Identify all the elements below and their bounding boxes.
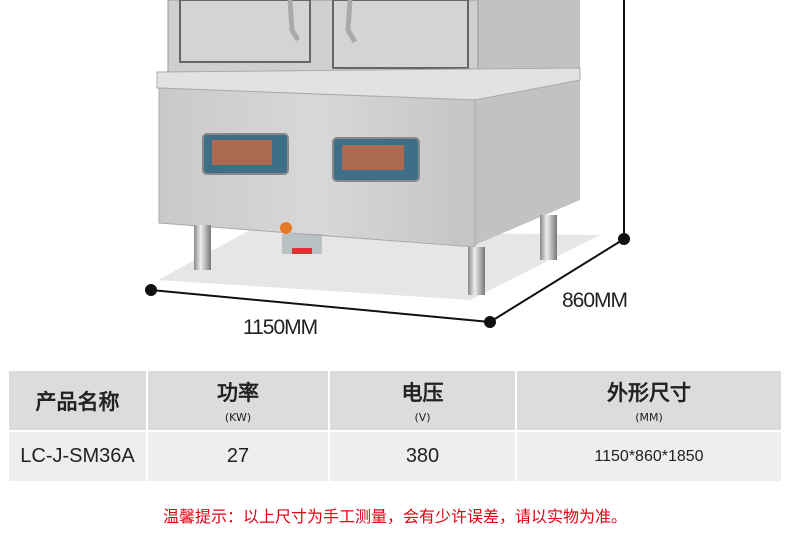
cell-power: 27 bbox=[148, 432, 328, 481]
cell-voltage: 380 bbox=[330, 432, 515, 481]
gas-valve-icon bbox=[280, 222, 292, 234]
header-unit: (V) bbox=[414, 411, 431, 424]
measurement-note: 温馨提示：以上尺寸为手工测量，会有少许误差，请以实物为准。 bbox=[162, 507, 627, 526]
header-power: 功率 (KW) bbox=[148, 371, 328, 430]
control-panel-left bbox=[202, 133, 289, 175]
header-product-name: 产品名称 bbox=[9, 371, 146, 430]
header-title: 电压 bbox=[401, 381, 444, 405]
dimension-lines bbox=[145, 0, 630, 328]
control-panel-right bbox=[332, 137, 420, 182]
depth-dimension-label: 860MM bbox=[562, 289, 628, 312]
leg bbox=[540, 215, 557, 260]
header-voltage: 电压 (V) bbox=[330, 371, 515, 430]
header-title: 功率 bbox=[217, 381, 259, 405]
steamer-cabinet-image bbox=[145, 0, 630, 328]
header-dimensions: 外形尺寸 (MM) bbox=[517, 371, 781, 430]
leg bbox=[468, 247, 485, 295]
leg bbox=[194, 225, 211, 270]
header-unit: (KW) bbox=[224, 411, 252, 424]
cabinet-ledge bbox=[156, 67, 581, 101]
width-dimension-label: 1150MM bbox=[243, 316, 318, 339]
cell-dimensions: 1150*860*1850 bbox=[517, 432, 781, 481]
header-title: 外形尺寸 bbox=[607, 381, 691, 405]
right-door bbox=[332, 0, 469, 69]
cell-model: LC-J-SM36A bbox=[9, 432, 146, 481]
door-handle-icon bbox=[287, 0, 358, 44]
cabinet-side bbox=[475, 0, 580, 245]
header-unit: (MM) bbox=[635, 411, 663, 424]
header-title: 产品名称 bbox=[35, 389, 120, 414]
floor-shadow bbox=[158, 230, 600, 300]
